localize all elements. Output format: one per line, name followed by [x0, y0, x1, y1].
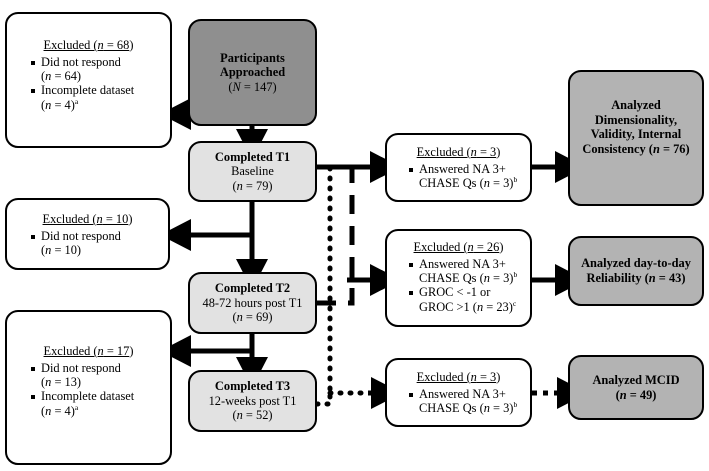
- analyzed3-line1: Analyzed MCID: [592, 372, 680, 387]
- node-analyzed-mcid: Analyzed MCID (n = 49): [568, 355, 704, 420]
- list-item: Incomplete dataset (n = 4)a: [31, 83, 158, 112]
- node-analyzed-reliability: Analyzed day-to-day Reliability (n = 43): [568, 236, 704, 306]
- analyzed2-line2: Reliability (n = 43): [586, 271, 686, 285]
- t2-count: (n = 69): [232, 310, 273, 325]
- t1-title: Completed T1: [214, 149, 291, 164]
- excluded-box-3-dimensionality: Excluded (n = 3) Answered NA 3+ CHASE Qs…: [385, 133, 532, 202]
- t3-title: Completed T3: [214, 379, 291, 394]
- list-item: Incomplete dataset (n = 4)a: [31, 389, 158, 418]
- node-completed-t2: Completed T2 48-72 hours post T1 (n = 69…: [188, 272, 317, 334]
- analyzed1-line3: Validity, Internal: [590, 127, 682, 142]
- excluded-10-items: Did not respond (n = 10): [15, 229, 160, 258]
- list-item: Did not respond (n = 13): [31, 361, 158, 390]
- approached-title-line2: Approached: [219, 65, 286, 80]
- t3-count: (n = 52): [232, 408, 273, 423]
- list-item: Did not respond (n = 64): [31, 55, 158, 84]
- excluded-17-items: Did not respond (n = 13) Incomplete data…: [15, 361, 162, 419]
- excluded-box-68: Excluded (n = 68) Did not respond (n = 6…: [5, 12, 172, 148]
- node-analyzed-dimensionality: Analyzed Dimensionality, Validity, Inter…: [568, 70, 704, 206]
- excluded-3a-heading: Excluded (n = 3): [416, 145, 501, 159]
- excluded-box-17: Excluded (n = 17) Did not respond (n = 1…: [5, 310, 172, 465]
- analyzed1-line2: Dimensionality,: [594, 112, 678, 127]
- excluded-box-3-mcid: Excluded (n = 3) Answered NA 3+ CHASE Qs…: [385, 358, 532, 427]
- excluded-10-heading: Excluded (n = 10): [42, 212, 133, 226]
- t2-title: Completed T2: [214, 281, 291, 296]
- t1-subtitle: Baseline: [231, 164, 274, 179]
- excluded-3b-items: Answered NA 3+ CHASE Qs (n = 3)b: [393, 387, 524, 416]
- list-item: Answered NA 3+ CHASE Qs (n = 3)b: [409, 257, 520, 286]
- excluded-3a-items: Answered NA 3+ CHASE Qs (n = 3)b: [393, 162, 524, 191]
- approached-count: (N = 147): [228, 79, 277, 94]
- list-item: Answered NA 3+ CHASE Qs (n = 3)b: [409, 162, 520, 191]
- excluded-3b-heading: Excluded (n = 3): [416, 370, 501, 384]
- excluded-17-heading: Excluded (n = 17): [43, 344, 134, 358]
- node-completed-t3: Completed T3 12-weeks post T1 (n = 52): [188, 370, 317, 432]
- excluded-68-heading: Excluded (n = 68): [43, 38, 134, 52]
- list-item: Did not respond (n = 10): [31, 229, 156, 258]
- excluded-box-26: Excluded (n = 26) Answered NA 3+ CHASE Q…: [385, 229, 532, 327]
- t3-to-excluded3-mcid-connector: [314, 390, 333, 407]
- t1-count: (n = 79): [232, 178, 273, 193]
- analyzed3-line2: (n = 49): [615, 387, 657, 402]
- excluded-26-heading: Excluded (n = 26): [413, 240, 504, 254]
- t2-to-excluded26-arrow: [347, 263, 401, 296]
- excluded-26-items: Answered NA 3+ CHASE Qs (n = 3)b GROC < …: [393, 257, 524, 315]
- list-item: GROC < -1 or GROC >1 (n = 23)c: [409, 285, 520, 314]
- analyzed1-line1: Analyzed: [611, 98, 661, 112]
- node-participants-approached: Participants Approached (N = 147): [188, 19, 317, 126]
- node-completed-t1: Completed T1 Baseline (n = 79): [188, 141, 317, 202]
- excluded-box-10: Excluded (n = 10) Did not respond (n = 1…: [5, 198, 170, 270]
- analyzed2-line1: Analyzed day-to-day: [581, 256, 691, 271]
- t3-subtitle: 12-weeks post T1: [208, 393, 297, 408]
- approached-title-line1: Participants: [220, 50, 285, 65]
- t2-to-excluded26-connector: [317, 168, 355, 306]
- excluded-68-items: Did not respond (n = 64) Incomplete data…: [15, 55, 162, 113]
- analyzed1-line4: Consistency (n = 76): [582, 141, 690, 156]
- t2-subtitle: 48-72 hours post T1: [202, 295, 303, 310]
- list-item: Answered NA 3+ CHASE Qs (n = 3)b: [409, 387, 520, 416]
